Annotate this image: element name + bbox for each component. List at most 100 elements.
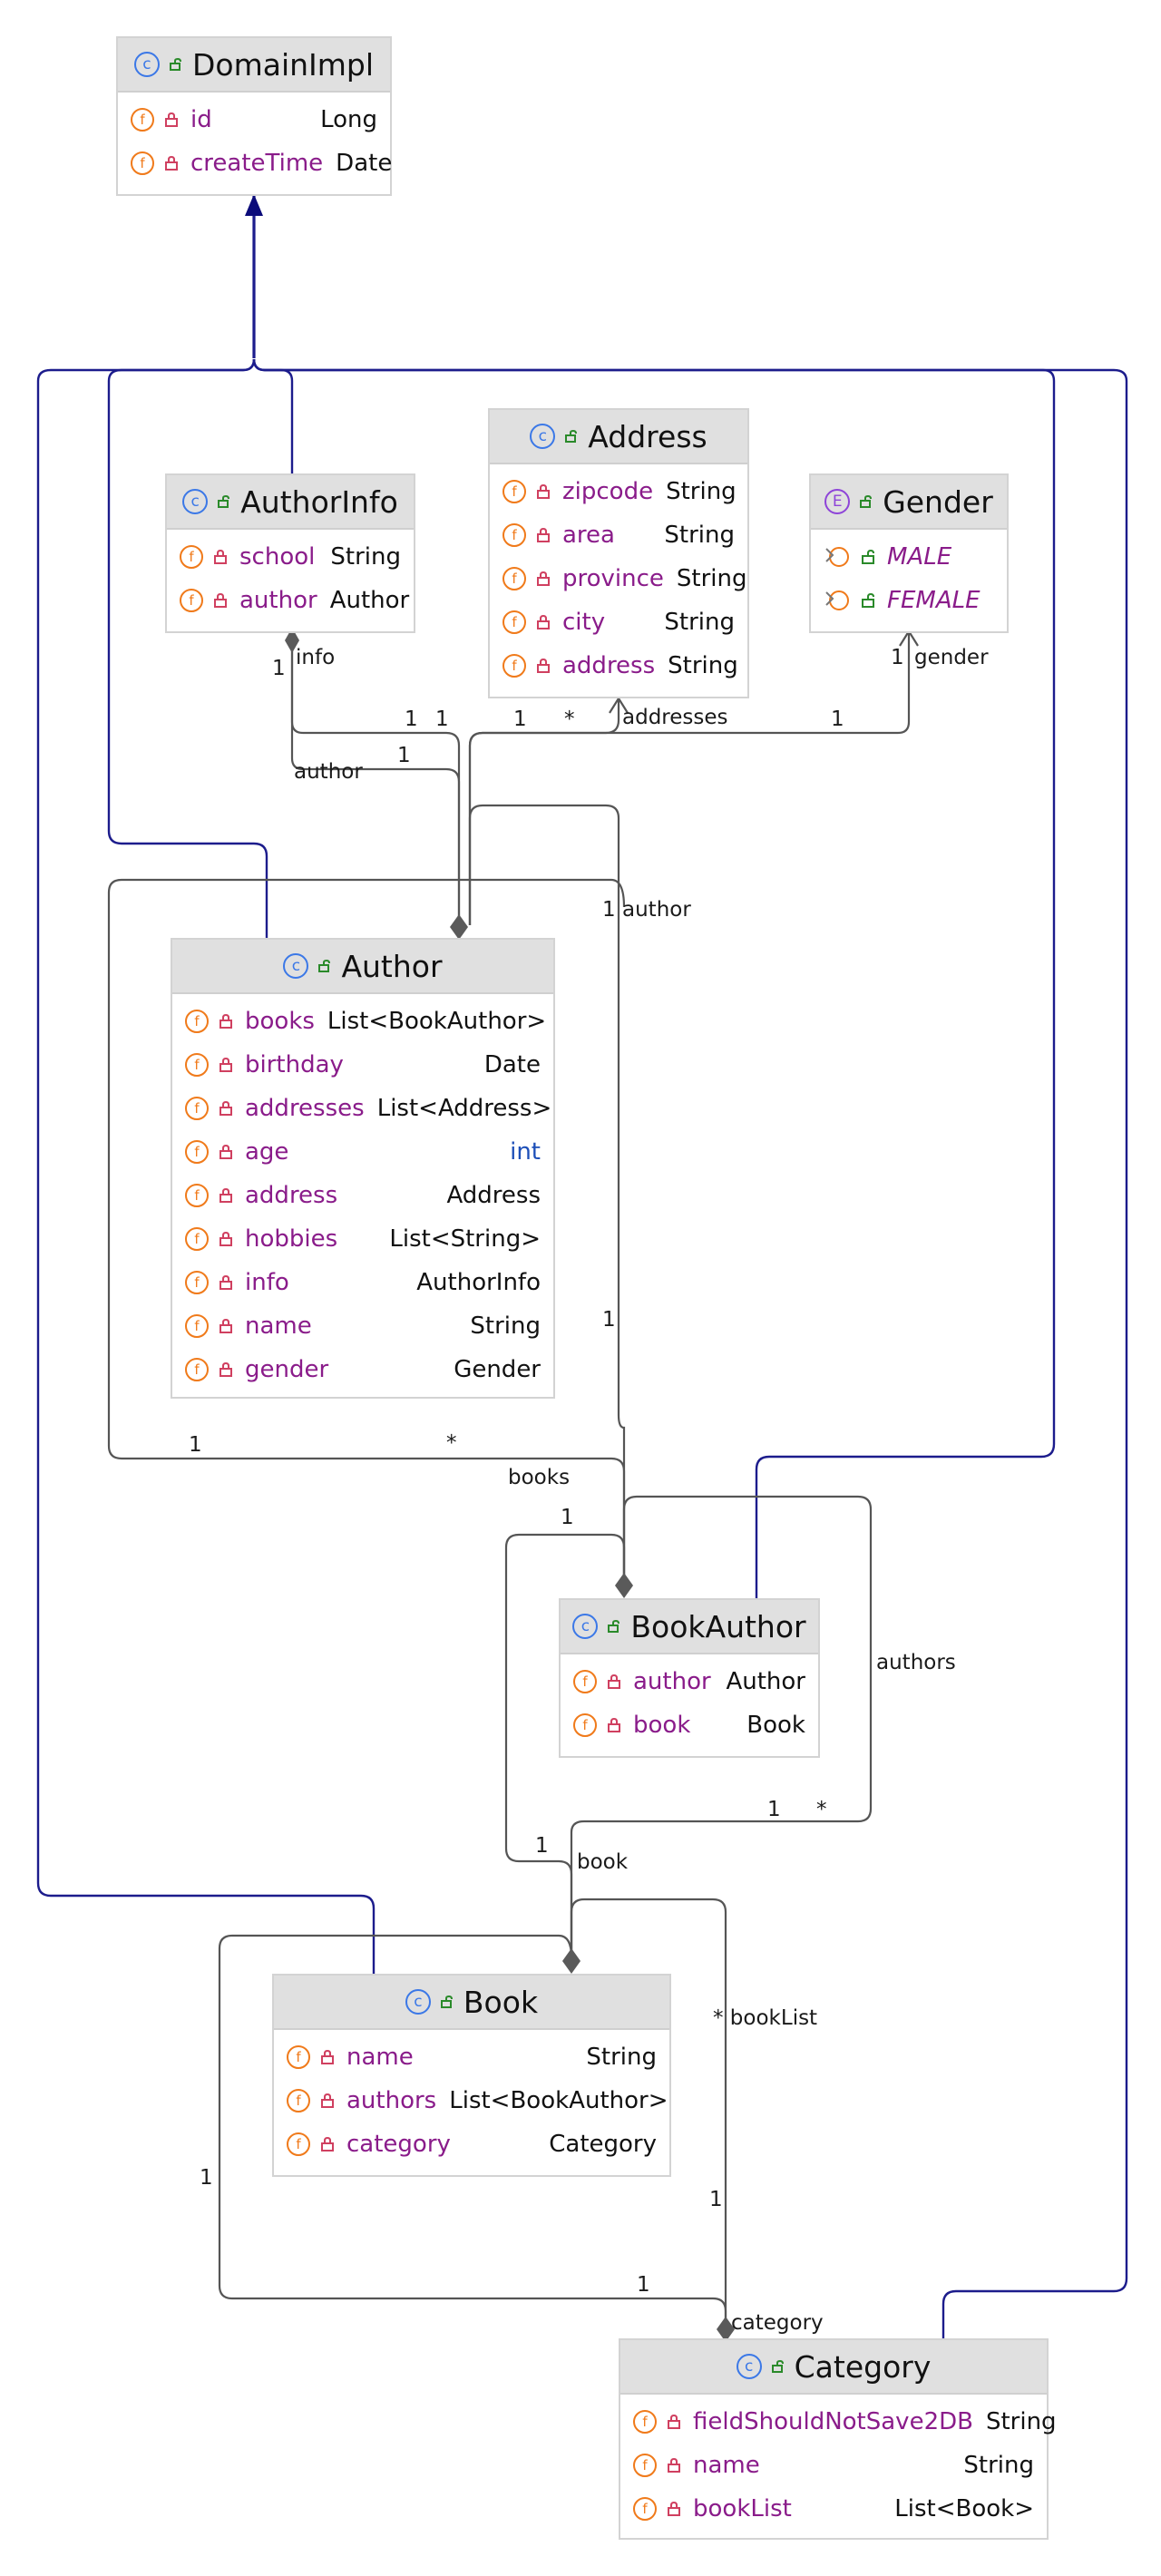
label-star-addr: * xyxy=(564,707,575,731)
class-domainimpl[interactable]: c DomainImpl f id Long f createTime Date xyxy=(116,36,392,196)
lock-icon xyxy=(608,1718,620,1732)
label-gender-mult: 1 xyxy=(891,646,904,669)
field-type: Author xyxy=(329,587,410,614)
field-icon: f xyxy=(633,2410,657,2434)
field-icon: f xyxy=(131,108,154,132)
field-name: authors xyxy=(346,2087,437,2114)
class-icon: c xyxy=(530,424,556,449)
field-name: area xyxy=(562,522,615,549)
field-name: books xyxy=(245,1008,315,1035)
label-book: book xyxy=(577,1850,629,1874)
lock-icon xyxy=(220,1101,232,1116)
field-row: f address String xyxy=(490,644,747,688)
field-name: createTime xyxy=(190,150,324,177)
class-icon: c xyxy=(572,1614,599,1639)
label-addresses: addresses xyxy=(622,706,728,729)
field-name: info xyxy=(245,1269,289,1296)
field-type: Gender xyxy=(454,1356,541,1383)
label-ba-author-mult2: 1 xyxy=(602,1308,616,1332)
class-header: c Category xyxy=(620,2340,1047,2395)
field-name: city xyxy=(562,609,606,636)
class-header: c BookAuthor xyxy=(561,1600,818,1654)
assoc-book-category xyxy=(570,1898,727,2327)
field-type: Address xyxy=(446,1182,541,1209)
field-type: List<String> xyxy=(389,1225,541,1253)
label-one-gender-left: 1 xyxy=(831,707,844,731)
assoc-author-bookauthor xyxy=(468,804,626,1583)
arrow-address xyxy=(609,696,629,714)
field-icon: f xyxy=(502,523,526,547)
field-row: f name String xyxy=(172,1304,553,1348)
field-type: String xyxy=(963,2452,1034,2479)
association-edges xyxy=(107,633,911,2327)
lock-icon xyxy=(220,1362,232,1377)
class-icon: c xyxy=(182,489,209,514)
field-row: f id Long xyxy=(118,98,390,141)
field-row: f hobbies List<String> xyxy=(172,1217,553,1261)
field-name: gender xyxy=(245,1356,329,1383)
class-icon: c xyxy=(133,52,160,77)
class-category[interactable]: c Category f fieldShouldNotSave2DB Strin… xyxy=(619,2338,1057,2540)
class-header: c DomainImpl xyxy=(118,38,390,93)
class-address[interactable]: c Address f zipcode String f area String… xyxy=(488,408,749,698)
field-type: String xyxy=(330,543,401,571)
label-category-one-bottom: 1 xyxy=(637,2273,650,2297)
enum-constant-row: MALE xyxy=(811,535,1007,579)
label-author-ai: author xyxy=(294,760,363,784)
lock-icon xyxy=(220,1275,232,1290)
label-authors-star: * xyxy=(816,1798,827,1821)
diamond-book xyxy=(562,1948,580,1974)
field-row: f city String xyxy=(490,600,747,644)
class-name: BookAuthor xyxy=(630,1608,806,1644)
label-ba-author-mult: 1 xyxy=(602,898,616,922)
lock-icon xyxy=(321,2137,334,2152)
lock-icon xyxy=(668,2415,680,2429)
field-type: String xyxy=(668,652,738,679)
class-bookauthor[interactable]: c BookAuthor f author Author f book Book xyxy=(559,1598,820,1758)
class-gender[interactable]: E Gender MALE FEMALE xyxy=(809,473,1009,633)
field-type: String xyxy=(470,1312,541,1340)
field-row: f gender Gender xyxy=(172,1348,553,1391)
lock-icon xyxy=(321,2093,334,2108)
field-row: f address Address xyxy=(172,1174,553,1217)
lock-icon xyxy=(321,2050,334,2064)
label-authors-one: 1 xyxy=(767,1798,781,1821)
class-author[interactable]: c Author f books List<BookAuthor> f birt… xyxy=(171,938,555,1399)
label-authors: authors xyxy=(876,1651,956,1674)
field-icon: f xyxy=(185,1358,209,1381)
field-type: Date xyxy=(336,150,393,177)
class-name: Address xyxy=(588,418,707,454)
label-category-one-left: 1 xyxy=(200,2166,213,2190)
label-booklist: * bookList xyxy=(713,2006,817,2030)
lock-icon xyxy=(214,550,227,564)
field-row: f books List<BookAuthor> xyxy=(172,1000,553,1043)
field-type: String xyxy=(666,478,737,505)
label-info-mult: 1 xyxy=(272,657,286,680)
label-author-ai-mult: 1 xyxy=(397,744,411,767)
field-icon: f xyxy=(185,1314,209,1338)
lock-icon xyxy=(220,1058,232,1072)
label-books-one: 1 xyxy=(189,1433,202,1457)
field-type: int xyxy=(510,1138,541,1166)
class-authorinfo[interactable]: c AuthorInfo f school String f author Au… xyxy=(165,473,415,633)
public-icon xyxy=(218,495,230,508)
field-name: addresses xyxy=(245,1095,365,1122)
field-icon: f xyxy=(185,1097,209,1120)
field-icon: f xyxy=(287,2089,310,2113)
field-row: f author Author xyxy=(167,579,414,622)
field-name: book xyxy=(633,1712,691,1739)
lock-icon xyxy=(165,112,178,127)
composition-diamonds xyxy=(285,628,735,2342)
field-name: name xyxy=(245,1312,312,1340)
diamond-authorinfo xyxy=(285,628,299,653)
field-name: province xyxy=(562,565,664,592)
field-name: hobbies xyxy=(245,1225,338,1253)
inherit-authorinfo xyxy=(252,358,294,473)
inherit-arrowhead xyxy=(245,194,263,216)
lock-icon xyxy=(668,2458,680,2473)
field-type: List<Address> xyxy=(376,1095,552,1122)
class-icon: c xyxy=(405,1989,431,2015)
class-book[interactable]: c Book f name String f authors List<Book… xyxy=(272,1974,671,2177)
class-icon: c xyxy=(283,953,309,979)
field-row: f age int xyxy=(172,1130,553,1174)
